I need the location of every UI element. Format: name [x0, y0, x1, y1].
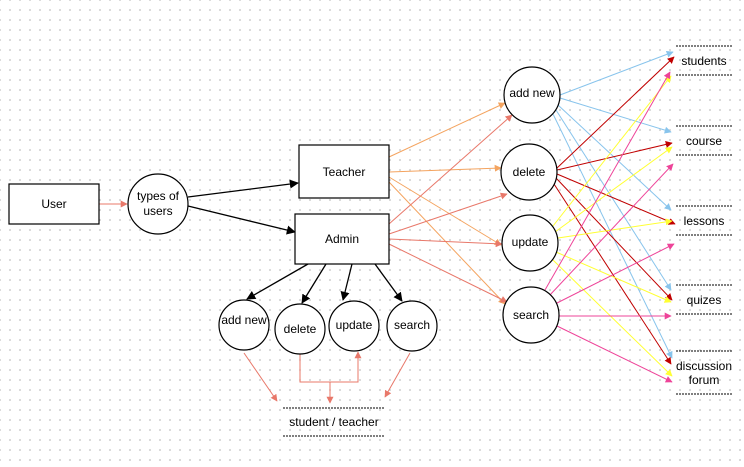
- update-node[interactable]: update: [501, 214, 559, 272]
- course-label: course: [686, 134, 722, 148]
- search-node[interactable]: search: [502, 286, 560, 344]
- student-teacher-label: student / teacher: [289, 415, 378, 429]
- types-of-users-node[interactable]: types of users: [127, 173, 189, 235]
- edge-delete-to-discussion: [553, 183, 672, 365]
- lessons-label: lessons: [684, 214, 725, 228]
- edge-teacher-to-delete: [388, 164, 502, 173]
- admin-update-node[interactable]: update: [328, 300, 380, 352]
- edges-layer: [99, 50, 676, 404]
- edge-admin-add-new-to-store: [243, 352, 278, 402]
- admin-label: Admin: [325, 232, 359, 246]
- edge-delete-to-course: [556, 141, 673, 171]
- search-label: search: [513, 308, 549, 322]
- edge-delete-to-lessons: [556, 173, 676, 225]
- edge-update-to-course: [554, 146, 673, 233]
- edge-types-to-teacher: [187, 179, 299, 198]
- admin-search-node[interactable]: search: [386, 300, 438, 352]
- lessons-datastore[interactable]: lessons: [676, 205, 732, 236]
- edge-add-new-to-lessons: [557, 104, 672, 211]
- admin-node[interactable]: Admin: [294, 213, 390, 265]
- delete-node[interactable]: delete: [500, 143, 558, 201]
- admin-add-new-label: add new: [221, 313, 267, 327]
- edge-update-to-lessons: [557, 218, 673, 239]
- edge-search-to-discussion: [556, 325, 673, 383]
- edge-delete-to-quizes: [555, 177, 673, 301]
- types-of-users-label-line2: users: [143, 204, 172, 218]
- edge-admin-to-search-action: [388, 243, 508, 303]
- admin-delete-label: delete: [284, 322, 317, 336]
- edge-admin-to-search: [374, 263, 403, 302]
- edge-search-to-students: [544, 71, 671, 291]
- edge-add-new-to-quizes: [555, 109, 672, 291]
- user-node[interactable]: User: [8, 183, 100, 225]
- edge-admin-search-to-store: [384, 352, 411, 398]
- quizes-label: quizes: [687, 293, 722, 307]
- edge-teacher-to-search: [388, 181, 506, 305]
- discussion-forum-label-line1: discussion: [676, 359, 732, 373]
- quizes-datastore[interactable]: quizes: [676, 284, 732, 315]
- edge-admin-delete-update-to-store: [299, 351, 362, 383]
- user-label: User: [41, 197, 66, 211]
- course-datastore[interactable]: course: [676, 125, 732, 156]
- edge-types-to-admin: [187, 205, 296, 235]
- edge-admin-to-delete: [301, 263, 327, 304]
- edge-search-to-course: [548, 163, 674, 297]
- students-datastore[interactable]: students: [676, 45, 732, 76]
- edge-admin-to-delete-action: [388, 192, 508, 235]
- edge-add-new-to-students: [559, 50, 674, 96]
- delete-label: delete: [513, 165, 546, 179]
- discussion-forum-label-line2: forum: [689, 373, 720, 387]
- edge-admin-to-add-new-action: [388, 114, 513, 225]
- admin-add-new-node[interactable]: add new: [218, 299, 270, 351]
- edge-search-to-lessons: [554, 243, 675, 305]
- student-teacher-datastore[interactable]: student / teacher: [283, 407, 385, 437]
- edge-update-to-students: [552, 75, 672, 227]
- discussion-forum-datastore[interactable]: discussion forum: [676, 350, 732, 395]
- admin-delete-node[interactable]: delete: [274, 303, 326, 355]
- edge-delete-to-students: [556, 56, 675, 169]
- edge-update-to-discussion: [552, 259, 673, 377]
- teacher-node[interactable]: Teacher: [298, 144, 390, 199]
- admin-search-label: search: [394, 318, 430, 332]
- edge-admin-to-update-action: [388, 238, 503, 248]
- add-new-node[interactable]: add new: [503, 66, 561, 124]
- edge-admin-to-add-new: [246, 263, 309, 300]
- edge-add-new-to-course: [559, 97, 672, 134]
- edge-teacher-to-add-new: [388, 102, 506, 158]
- students-label: students: [681, 54, 726, 68]
- edge-add-new-to-discussion: [552, 113, 673, 359]
- types-of-users-label-line1: types of: [137, 189, 180, 203]
- edge-admin-to-update: [340, 263, 353, 301]
- edge-update-to-quizes: [555, 251, 672, 303]
- add-new-label: add new: [509, 86, 555, 100]
- update-label: update: [512, 235, 549, 249]
- edge-teacher-to-update: [388, 176, 502, 246]
- admin-update-label: update: [336, 318, 373, 332]
- teacher-label: Teacher: [323, 165, 366, 179]
